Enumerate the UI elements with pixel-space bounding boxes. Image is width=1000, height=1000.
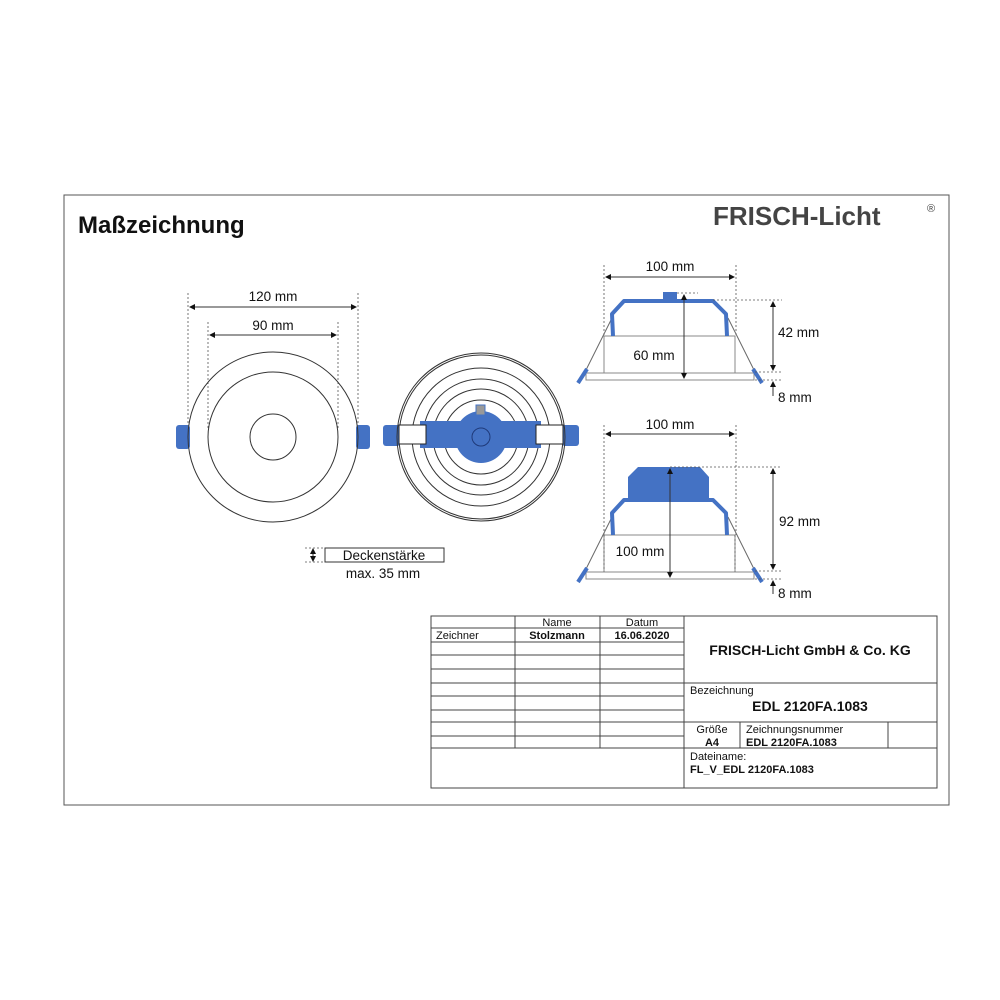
- svg-text:EDL 2120FA.1083: EDL 2120FA.1083: [746, 737, 837, 749]
- svg-text:Stolzmann: Stolzmann: [529, 630, 585, 642]
- svg-text:Bezeichnung: Bezeichnung: [690, 685, 754, 697]
- spring-clip-right: [356, 425, 370, 449]
- dimension-label: 90 mm: [252, 318, 293, 333]
- svg-text:60 mm: 60 mm: [633, 348, 674, 363]
- svg-text:42 mm: 42 mm: [778, 325, 819, 340]
- svg-text:FRISCH-Licht GmbH & Co. KG: FRISCH-Licht GmbH & Co. KG: [709, 642, 911, 658]
- title-block: Name Datum Zeichner Stolzmann 16.06.2020…: [430, 615, 938, 789]
- side-view-tall: 100 mm 100 mm 92 mm 8 mm: [576, 417, 820, 601]
- svg-text:100 mm: 100 mm: [646, 417, 695, 432]
- svg-text:FL_V_EDL 2120FA.1083: FL_V_EDL 2120FA.1083: [690, 764, 814, 776]
- svg-text:Zeichner: Zeichner: [436, 630, 479, 642]
- svg-text:Zeichnungsnummer: Zeichnungsnummer: [746, 724, 844, 736]
- dimension-label: 120 mm: [249, 289, 298, 304]
- svg-text:Name: Name: [542, 617, 571, 629]
- spring-clip-left: [176, 425, 190, 449]
- front-view: 120 mm 90 mm: [176, 289, 370, 523]
- svg-text:92 mm: 92 mm: [779, 514, 820, 529]
- svg-text:100 mm: 100 mm: [616, 544, 665, 559]
- svg-text:Dateiname:: Dateiname:: [690, 751, 746, 763]
- svg-text:Datum: Datum: [626, 617, 658, 629]
- svg-text:8 mm: 8 mm: [778, 586, 812, 601]
- page-title: Maßzeichnung: [78, 212, 245, 239]
- svg-text:Größe: Größe: [696, 724, 727, 736]
- sheet-frame: [63, 194, 950, 806]
- svg-text:100 mm: 100 mm: [646, 259, 695, 274]
- rear-view: [383, 352, 579, 522]
- side-view-short: 100 mm 60 mm 42 mm 8 mm: [576, 259, 819, 405]
- svg-text:A4: A4: [705, 737, 720, 749]
- brand-logo: FRISCH-Licht ®: [713, 201, 935, 231]
- svg-text:FRISCH-Licht: FRISCH-Licht: [713, 201, 881, 231]
- svg-text:16.06.2020: 16.06.2020: [614, 630, 669, 642]
- svg-text:®: ®: [927, 203, 935, 215]
- svg-text:EDL 2120FA.1083: EDL 2120FA.1083: [752, 698, 868, 714]
- svg-text:8 mm: 8 mm: [778, 390, 812, 405]
- ceiling-thickness-note: Deckenstärke max. 35 mm: [305, 547, 445, 581]
- svg-text:Deckenstärke: Deckenstärke: [343, 548, 426, 563]
- svg-text:max. 35 mm: max. 35 mm: [346, 566, 420, 581]
